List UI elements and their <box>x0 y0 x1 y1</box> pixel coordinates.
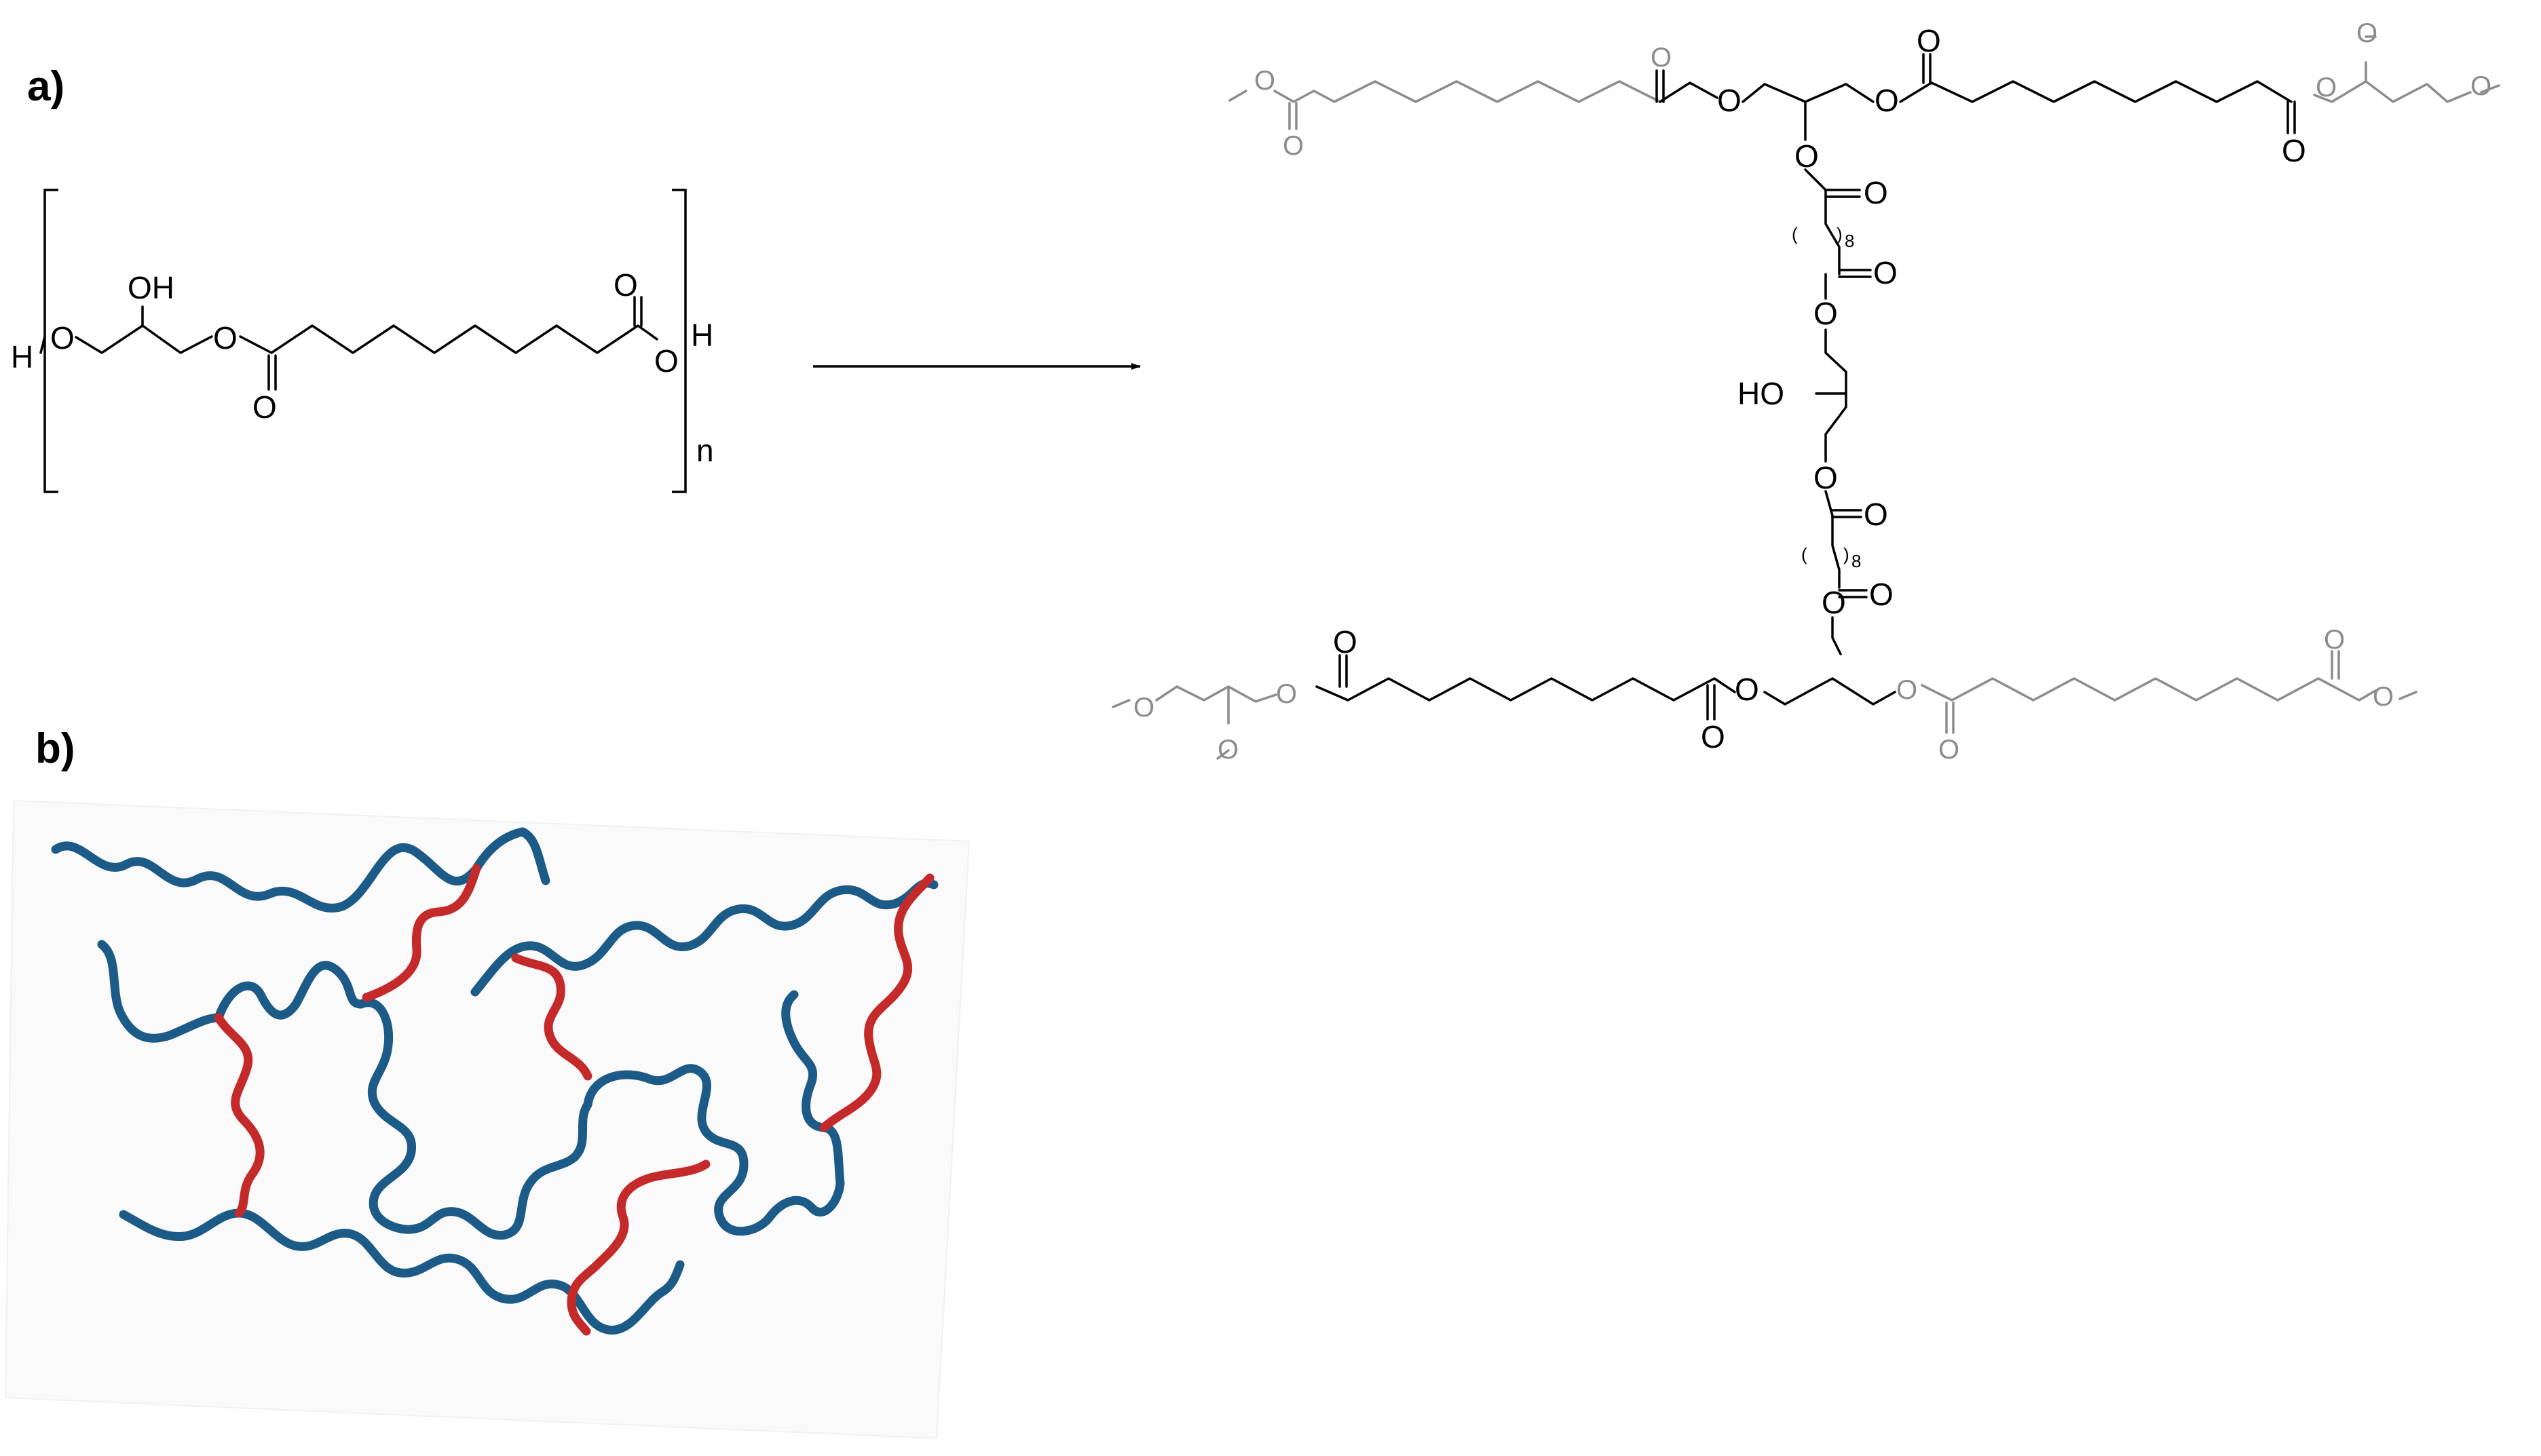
network-o-12: O <box>2316 73 2337 102</box>
network-o-11: O <box>1813 296 1838 331</box>
network-paren-open-2: ( <box>1801 544 1807 564</box>
network-paren-close-1: ) <box>1837 224 1843 244</box>
network-top-carbonyl-3 <box>2286 100 2296 134</box>
crosslink-segment <box>567 1160 711 1336</box>
network-branch-carbonyl-3 <box>1831 509 1862 518</box>
network-branch-carbonyl-4 <box>1838 589 1868 598</box>
network-o-8: O <box>1794 138 1819 174</box>
network-o-13: O <box>2356 18 2377 48</box>
network-branch-carbonyl-2 <box>1838 269 1872 278</box>
network-o-5: O <box>1875 83 1899 118</box>
network-ho: HO <box>1737 376 1784 411</box>
panel-label-a: a) <box>27 63 65 110</box>
network-top-left-grey <box>1228 80 1661 103</box>
backbone-chain <box>470 879 939 997</box>
network-repeat-1: 8 <box>1845 231 1854 251</box>
illustration-backdrop <box>4 799 971 1440</box>
backbone-chain <box>51 827 550 913</box>
network-o-3: O <box>1651 43 1672 73</box>
network-bottom-left-grey <box>1112 685 1277 760</box>
network-branch-carbonyl-1 <box>1824 189 1861 198</box>
right-bracket <box>672 189 687 493</box>
network-top-black <box>1659 80 2293 103</box>
polymer-network-illustration <box>4 799 971 1440</box>
crosslink-segment <box>511 953 592 1081</box>
crosslink-segment <box>362 864 481 1002</box>
network-o-16: O <box>1864 497 1888 532</box>
monomer-oh: OH <box>128 270 174 305</box>
network-o-2: O <box>1283 131 1304 161</box>
network-o-21: O <box>1133 693 1154 723</box>
network-o-15: O <box>1813 460 1838 495</box>
network-branch-bonds <box>1804 100 1847 655</box>
monomer-carbonyl-bond-2 <box>633 296 643 327</box>
network-bottom-carbonyl-1 <box>1338 654 1348 688</box>
backbone-chain <box>781 990 845 1188</box>
network-o-29: O <box>2373 682 2394 712</box>
network-o-24: O <box>1701 719 1725 754</box>
panel-label-b: b) <box>35 725 75 772</box>
monomer-o-carbonyl-2: O <box>614 267 638 303</box>
monomer-h-right: H <box>691 318 713 353</box>
monomer-subscript-n: n <box>696 433 714 468</box>
network-o-1: O <box>1254 66 1275 96</box>
network-o-18: O <box>1822 585 1846 620</box>
monomer-carbonyl-bond-1 <box>267 354 277 391</box>
network-o-7: O <box>2282 133 2306 168</box>
network-o-6: O <box>1917 23 1941 58</box>
backbone-chain <box>583 1064 845 1236</box>
network-paren-close-2: ) <box>1843 544 1849 564</box>
network-top-right-grey <box>2313 35 2500 103</box>
backbone-chain <box>356 998 592 1240</box>
network-o-10: O <box>1873 255 1898 290</box>
network-o-19: O <box>1333 624 1357 659</box>
network-top-carbonyl-2 <box>1922 53 1932 84</box>
monomer-o-left: O <box>50 320 75 356</box>
network-o-4: O <box>1717 83 1742 118</box>
backbone-chain <box>97 940 366 1043</box>
monomer-bonds <box>39 324 658 354</box>
network-o-17: O <box>1869 577 1894 612</box>
network-top-left-carbonyl <box>1288 102 1298 130</box>
monomer-structure: H O OH O O O O H n <box>11 189 714 493</box>
network-repeat-2: 8 <box>1851 551 1861 571</box>
network-o-20: O <box>1735 672 1759 707</box>
crosslink-segment <box>819 873 935 1132</box>
network-bottom-black <box>1315 677 1896 706</box>
monomer-h-left: H <box>11 339 33 375</box>
network-o-26: O <box>1896 675 1917 705</box>
monomer-o-right: O <box>654 343 679 379</box>
network-o-14: O <box>2470 71 2491 101</box>
network-top-carbonyl-1 <box>1655 69 1665 103</box>
monomer-o-ester: O <box>213 320 238 356</box>
network-o-22: O <box>1276 679 1297 709</box>
network-bottom-right-grey <box>1921 650 2417 734</box>
monomer-o-carbonyl-1: O <box>252 389 277 425</box>
network-o-28: O <box>2324 625 2345 655</box>
network-o-27: O <box>1938 735 1959 765</box>
network-o-23: O <box>1218 735 1239 765</box>
network-o-9: O <box>1864 175 1888 210</box>
network-paren-open-1: ( <box>1792 224 1798 244</box>
network-structure: O O O O O O O O O O O O O O O O O O O ( … <box>1112 18 2500 765</box>
crosslink-segment <box>214 1013 265 1218</box>
network-bottom-carbonyl-2 <box>1706 684 1716 721</box>
